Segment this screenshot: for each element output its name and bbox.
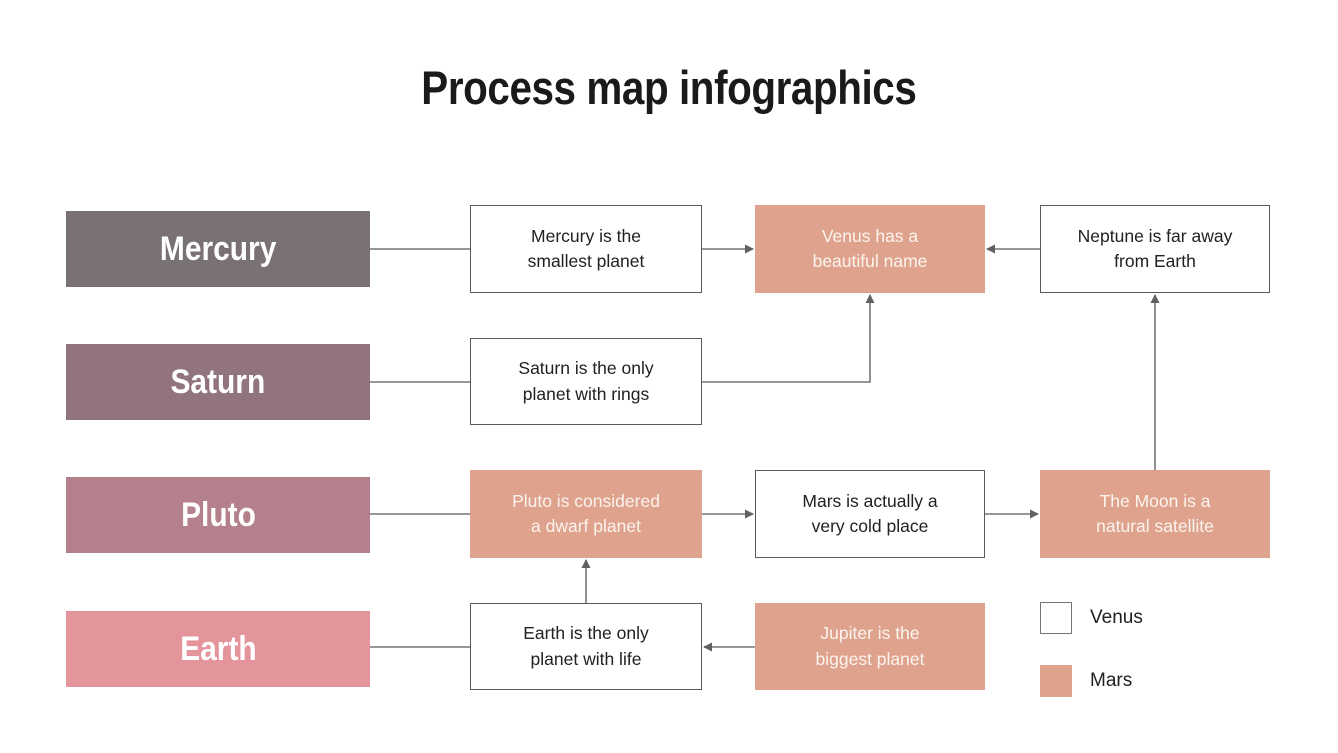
legend-label-mars: Mars <box>1090 669 1133 691</box>
venus-color-swatch <box>1040 601 1072 634</box>
legend-label-venus: Venus <box>1090 606 1143 628</box>
planet-label-earth-text: Earth <box>179 629 257 668</box>
planet-label-mercury-text: Mercury <box>159 229 277 268</box>
flow-box-earth-fact: Earth is the only planet with life <box>470 603 702 690</box>
page-title-text: Process map infographics <box>421 61 917 114</box>
connector-saturn-to-venus <box>702 294 875 383</box>
flow-box-pluto-fact: Pluto is considered a dwarf planet <box>470 470 702 558</box>
mars-color-swatch <box>1040 664 1072 697</box>
page-title: Process map infographics <box>0 60 1338 115</box>
planet-label-pluto-text: Pluto <box>180 495 256 534</box>
planet-label-pluto: Pluto <box>66 477 370 553</box>
legend-item-mars: Mars <box>1040 664 1132 697</box>
flow-box-moon-fact: The Moon is a natural satellite <box>1040 470 1270 558</box>
planet-label-mercury: Mercury <box>66 211 370 287</box>
planet-label-earth: Earth <box>66 611 370 687</box>
planet-label-saturn-text: Saturn <box>170 362 266 401</box>
legend-item-venus: Venus <box>1040 601 1143 634</box>
flow-box-mercury-fact: Mercury is the smallest planet <box>470 205 702 293</box>
flow-box-jupiter-fact: Jupiter is the biggest planet <box>755 603 985 690</box>
planet-label-saturn: Saturn <box>66 344 370 420</box>
flow-box-neptune-fact: Neptune is far away from Earth <box>1040 205 1270 293</box>
flow-box-venus-fact: Venus has a beautiful name <box>755 205 985 293</box>
flow-box-saturn-fact: Saturn is the only planet with rings <box>470 338 702 425</box>
flow-box-mars-fact: Mars is actually a very cold place <box>755 470 985 558</box>
